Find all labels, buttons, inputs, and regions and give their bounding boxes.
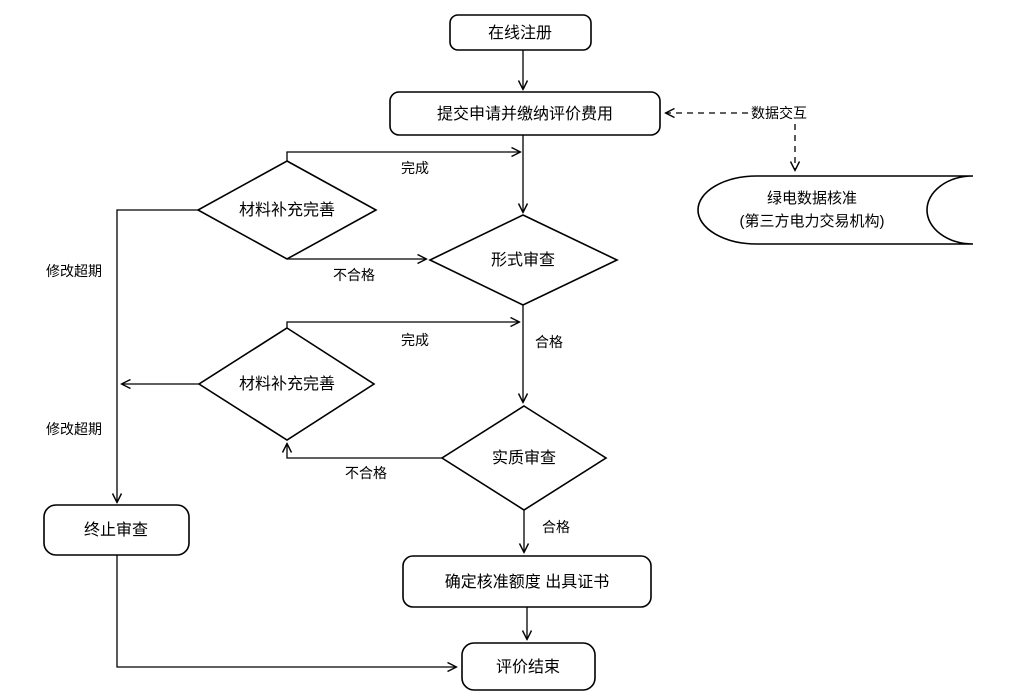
edge-material1-complete xyxy=(286,152,520,161)
material-supplement-1-label: 材料补充完善 xyxy=(239,201,335,219)
label-overdue-2: 修改超期 xyxy=(46,421,102,437)
node-material-supplement-1: 材料补充完善 xyxy=(196,160,378,260)
node-form-review: 形式审查 xyxy=(428,214,619,306)
node-submit-application: 提交申请并缴纳评价费用 xyxy=(389,91,661,136)
label-data-exchange: 数据交互 xyxy=(751,105,807,121)
label-unqualified-2: 不合格 xyxy=(345,465,387,481)
edge-material2-complete xyxy=(286,322,519,328)
material-supplement-2-shape xyxy=(197,327,376,441)
form-review-label: 形式审查 xyxy=(491,251,555,269)
edge-terminate-to-end xyxy=(116,555,456,667)
edge-labels: 完成 不合格 修改超期 完成 合格 修改超期 不合格 合格 数据交互 xyxy=(46,105,807,535)
material-supplement-1-shape xyxy=(196,160,378,260)
online-register-label: 在线注册 xyxy=(488,24,552,42)
label-qualified-1: 合格 xyxy=(535,334,563,350)
label-qualified-2: 合格 xyxy=(542,519,570,535)
confirm-quota-certificate-shape xyxy=(402,555,652,608)
node-substantive-review: 实质审查 xyxy=(440,405,608,511)
confirm-quota-certificate-label: 确定核准额度 出具证书 xyxy=(445,573,609,591)
online-register-shape xyxy=(449,14,592,51)
submit-application-label: 提交申请并缴纳评价费用 xyxy=(437,105,613,123)
label-unqualified-1: 不合格 xyxy=(333,267,375,283)
edge-material1-overdue-to-terminate xyxy=(117,209,198,502)
label-overdue-1: 修改超期 xyxy=(46,263,102,279)
terminate-review-label: 终止审查 xyxy=(84,521,148,539)
green-data-check-label-line1: 绿电数据核准 xyxy=(767,190,857,207)
node-material-supplement-2: 材料补充完善 xyxy=(197,327,376,441)
submit-application-shape xyxy=(389,91,661,136)
node-online-register: 在线注册 xyxy=(449,14,592,51)
node-terminate-review: 终止审查 xyxy=(43,504,190,556)
edges xyxy=(117,50,795,667)
evaluation-end-shape xyxy=(461,642,596,691)
substantive-review-shape xyxy=(440,405,608,511)
node-confirm-quota-certificate: 确定核准额度 出具证书 xyxy=(402,555,652,608)
node-green-data-check: 绿电数据核准 (第三方电力交易机构) xyxy=(697,175,974,245)
node-evaluation-end: 评价结束 xyxy=(461,642,596,691)
green-data-check-shape xyxy=(697,175,974,245)
edge-substantive-unqualified-to-material2 xyxy=(287,444,442,459)
form-review-shape xyxy=(428,214,619,306)
label-complete-2: 完成 xyxy=(401,332,429,348)
label-complete-1: 完成 xyxy=(401,160,429,176)
green-data-check-label-line2: (第三方电力交易机构) xyxy=(740,212,885,230)
evaluation-end-label: 评价结束 xyxy=(496,658,560,676)
substantive-review-label: 实质审查 xyxy=(492,449,556,467)
material-supplement-2-label: 材料补充完善 xyxy=(239,375,335,393)
terminate-review-shape xyxy=(43,504,190,556)
